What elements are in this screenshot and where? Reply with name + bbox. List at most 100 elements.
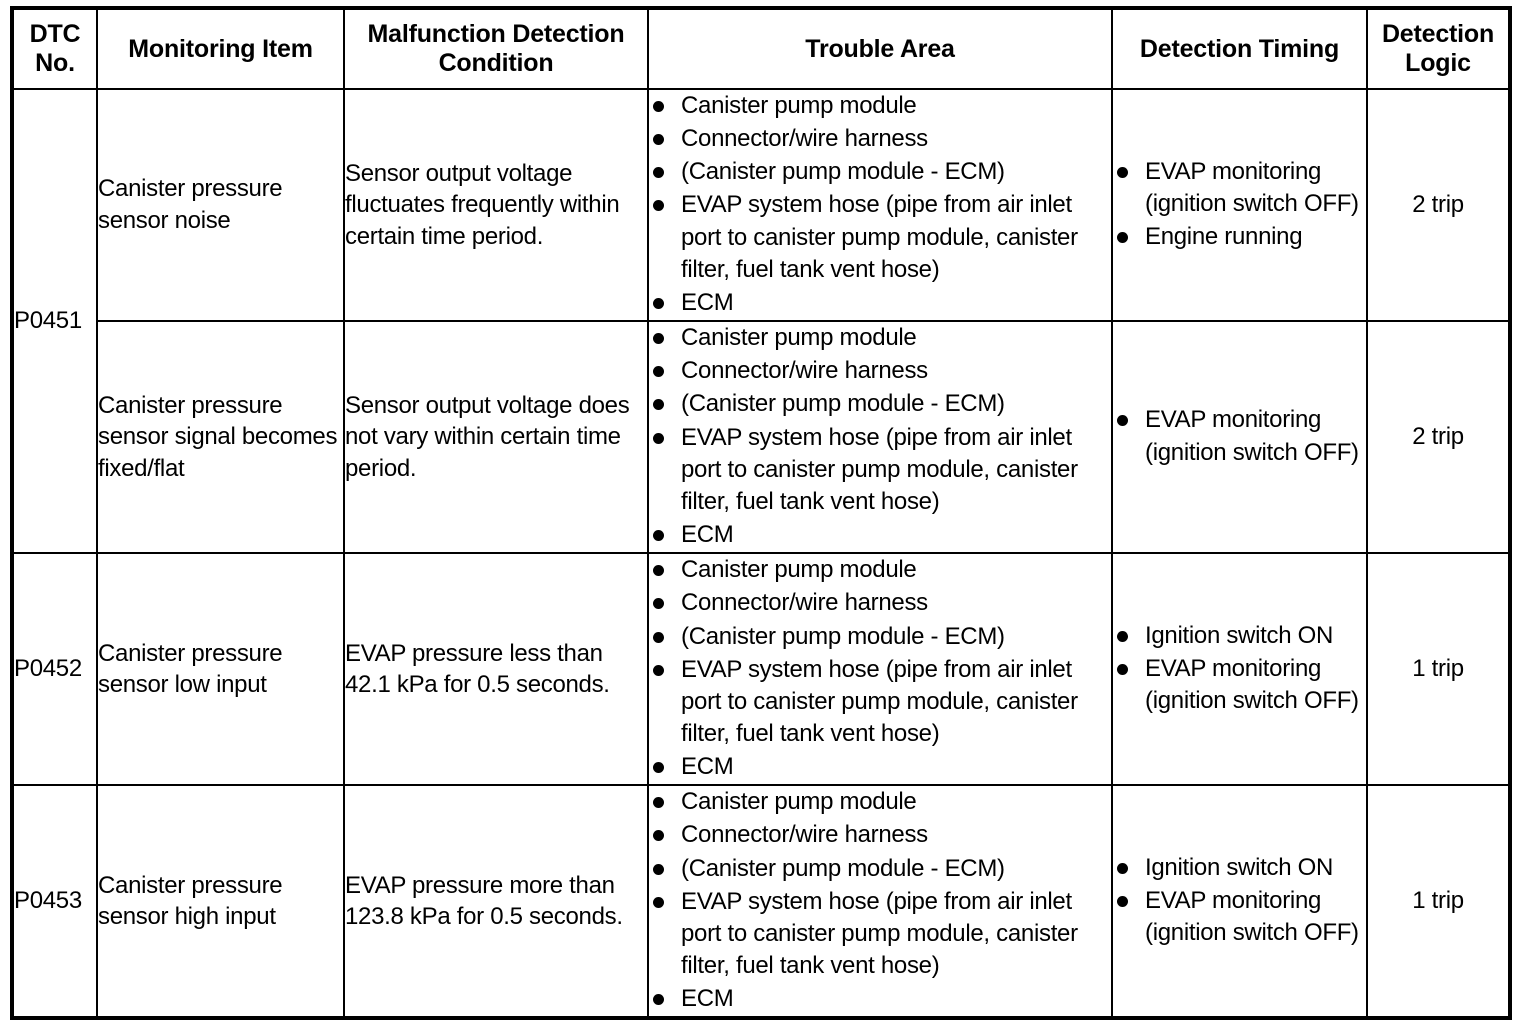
list-item: Ignition switch ON <box>1113 852 1366 884</box>
bullet-icon <box>1117 232 1128 244</box>
cell-detection-logic: 1 trip <box>1366 552 1511 787</box>
bullet-icon <box>653 565 664 577</box>
list-item-label: EVAP system hose (pipe from air inlet po… <box>681 887 1078 980</box>
bullet-icon <box>1117 415 1128 427</box>
list-item-label: ECM <box>681 753 734 781</box>
list-item: Connector/wire harness <box>649 587 1111 619</box>
bullet-icon <box>653 830 664 842</box>
list-item: Canister pump module <box>649 90 1111 122</box>
list-item-label: Connector/wire harness <box>681 821 928 849</box>
cell-detection-logic: 1 trip <box>1366 784 1511 1020</box>
list-item: EVAP monitoring (ignition switch OFF) <box>1113 404 1366 468</box>
list-item: EVAP monitoring (ignition switch OFF) <box>1113 885 1366 949</box>
detection-logic-value: 1 trip <box>1412 655 1464 683</box>
bullet-icon <box>653 167 664 179</box>
list-item-label: Ignition switch ON <box>1145 622 1334 649</box>
list-item-label: Connector/wire harness <box>681 357 928 385</box>
list-item-label: EVAP monitoring (ignition switch OFF) <box>1145 887 1359 947</box>
list-item-label: EVAP monitoring (ignition switch OFF) <box>1145 157 1359 217</box>
bullet-icon <box>1117 664 1128 676</box>
detection-timing-list: Ignition switch ON EVAP monitoring (ignit… <box>1113 852 1366 949</box>
list-item-label: Canister pump module <box>681 324 917 352</box>
column-header-dtc-no: DTC No. <box>11 7 98 90</box>
bullet-icon <box>653 762 664 774</box>
list-item-label: Engine running <box>1145 223 1303 251</box>
column-header-monitoring-item: Monitoring Item <box>96 7 345 90</box>
cell-detection-timing: Ignition switch ON EVAP monitoring (ignit… <box>1111 784 1368 1020</box>
list-item: EVAP system hose (pipe from air inlet po… <box>649 886 1111 982</box>
list-item-label: EVAP system hose (pipe from air inlet po… <box>681 191 1078 283</box>
cell-malfunction-detection-condition: Sensor output voltage fluctuates frequen… <box>343 87 649 323</box>
list-item: EVAP system hose (pipe from air inlet po… <box>649 654 1111 750</box>
detection-logic-value: 2 trip <box>1412 191 1464 219</box>
cell-detection-timing: EVAP monitoring (ignition switch OFF) Eng… <box>1111 87 1368 323</box>
cell-monitoring-item: Canister pressure sensor low input <box>96 552 345 787</box>
cell-monitoring-item: Canister pressure sensor high input <box>96 784 345 1020</box>
cell-dtc-no: P0453 <box>11 784 98 1020</box>
column-header-malfunction-detection-condition: Malfunction Detection Condition <box>343 7 649 90</box>
detection-logic-value: 1 trip <box>1412 887 1464 915</box>
bullet-icon <box>1117 863 1128 875</box>
column-header-logic-line2: Logic <box>1405 49 1471 77</box>
cell-dtc-no: P0451 <box>11 87 98 555</box>
cell-malfunction-detection-condition: EVAP pressure less than 42.1 kPa for 0.5… <box>343 552 649 787</box>
list-item-label: EVAP monitoring (ignition switch OFF) <box>1145 406 1359 466</box>
list-item-label: Connector/wire harness <box>681 589 928 617</box>
bullet-icon <box>653 598 664 610</box>
list-item: (Canister pump module - ECM) <box>649 853 1111 885</box>
list-item: Connector/wire harness <box>649 355 1111 387</box>
bullet-icon <box>653 797 664 809</box>
list-item: Engine running <box>1113 221 1366 253</box>
column-header-condition-line1: Malfunction Detection <box>367 20 625 49</box>
dtc-detection-table: DTC No. Monitoring Item Malfunction Dete… <box>10 6 1512 1020</box>
cell-detection-logic: 2 trip <box>1366 87 1511 323</box>
list-item: Ignition switch ON <box>1113 620 1366 652</box>
cell-dtc-no: P0452 <box>11 552 98 787</box>
column-header-trouble-area: Trouble Area <box>647 7 1113 90</box>
list-item-label: EVAP system hose (pipe from air inlet po… <box>681 423 1078 515</box>
list-item: ECM <box>649 751 1111 783</box>
list-item: (Canister pump module - ECM) <box>649 388 1111 420</box>
column-header-dtc-no-line1: DTC <box>29 20 81 49</box>
bullet-icon <box>653 994 664 1006</box>
cell-malfunction-detection-condition: EVAP pressure more than 123.8 kPa for 0.… <box>343 784 649 1020</box>
list-item-label: Canister pump module <box>681 788 917 816</box>
detection-timing-list: EVAP monitoring (ignition switch OFF) Eng… <box>1113 156 1366 253</box>
list-item: Canister pump module <box>649 322 1111 354</box>
list-item-label: Canister pump module <box>681 92 917 119</box>
column-header-condition-line2: Condition <box>438 49 554 77</box>
list-item: (Canister pump module - ECM) <box>649 621 1111 653</box>
dtc-code: P0452 <box>14 655 82 683</box>
cell-monitoring-item: Canister pressure sensor noise <box>96 87 345 323</box>
list-item-label: (Canister pump module - ECM) <box>681 158 1005 186</box>
list-item-label: Ignition switch ON <box>1145 854 1334 882</box>
column-header-detection-logic: Detection Logic <box>1366 7 1511 90</box>
list-item-label: (Canister pump module - ECM) <box>681 390 1005 418</box>
column-header-logic-line1: Detection <box>1381 20 1495 49</box>
bullet-icon <box>653 896 664 908</box>
list-item: Connector/wire harness <box>649 819 1111 851</box>
detection-logic-value: 2 trip <box>1412 423 1464 451</box>
column-header-detection-timing: Detection Timing <box>1111 7 1368 90</box>
bullet-icon <box>1117 166 1128 178</box>
list-item: (Canister pump module - ECM) <box>649 156 1111 188</box>
list-item: ECM <box>649 983 1111 1015</box>
dtc-code: P0451 <box>14 307 82 335</box>
bullet-icon <box>1117 631 1128 642</box>
list-item: ECM <box>649 287 1111 319</box>
list-item-label: Canister pump module <box>681 556 917 584</box>
bullet-icon <box>653 664 664 676</box>
list-item-label: ECM <box>681 521 734 549</box>
bullet-icon <box>653 366 664 378</box>
